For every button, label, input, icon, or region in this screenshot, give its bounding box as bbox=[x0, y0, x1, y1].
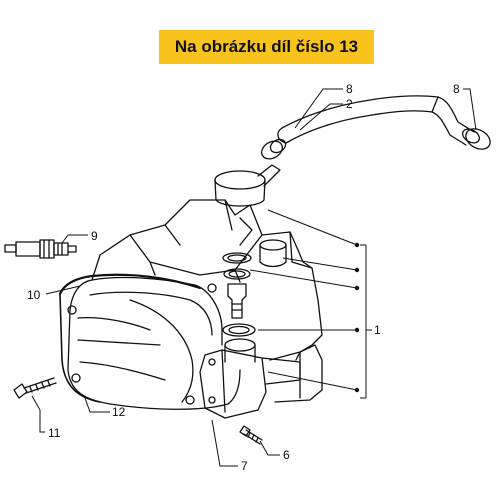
callout-11: 11 bbox=[48, 426, 61, 440]
outlet-housing bbox=[199, 338, 301, 419]
hose-clamp-left bbox=[261, 138, 287, 160]
cylinder-head-body bbox=[91, 199, 323, 361]
callout-7: 7 bbox=[241, 459, 248, 473]
callout-9: 9 bbox=[91, 229, 98, 243]
part-number-banner: Na obrázku díl číslo 13 bbox=[159, 30, 374, 64]
hose-clamp-right bbox=[461, 128, 491, 150]
o-ring-middle bbox=[223, 268, 251, 280]
callout-10: 10 bbox=[27, 288, 41, 302]
valve-cover-gasket bbox=[58, 273, 202, 403]
callout-8-right: 8 bbox=[453, 82, 460, 96]
callout-6: 6 bbox=[283, 448, 290, 462]
callout-1: 1 bbox=[374, 323, 381, 337]
callout-labels: 8 2 8 9 10 1 12 11 7 6 bbox=[27, 82, 460, 473]
lower-housing bbox=[269, 344, 323, 403]
o-ring-lower bbox=[222, 323, 256, 337]
filler-neck bbox=[259, 239, 287, 268]
mounting-screw bbox=[239, 425, 263, 445]
spark-plug bbox=[4, 239, 77, 259]
breather-hose bbox=[277, 95, 475, 146]
leader-dots bbox=[354, 242, 360, 393]
leader-lines bbox=[31, 88, 477, 467]
callout-12: 12 bbox=[112, 405, 126, 419]
valve-cover bbox=[67, 276, 241, 410]
callout-2: 2 bbox=[346, 97, 353, 111]
check-valve bbox=[227, 283, 247, 319]
cover-bolt bbox=[13, 377, 57, 399]
callout-8-left: 8 bbox=[346, 82, 353, 96]
banner-text: Na obrázku díl číslo 13 bbox=[174, 37, 359, 56]
o-ring-upper bbox=[222, 252, 252, 264]
